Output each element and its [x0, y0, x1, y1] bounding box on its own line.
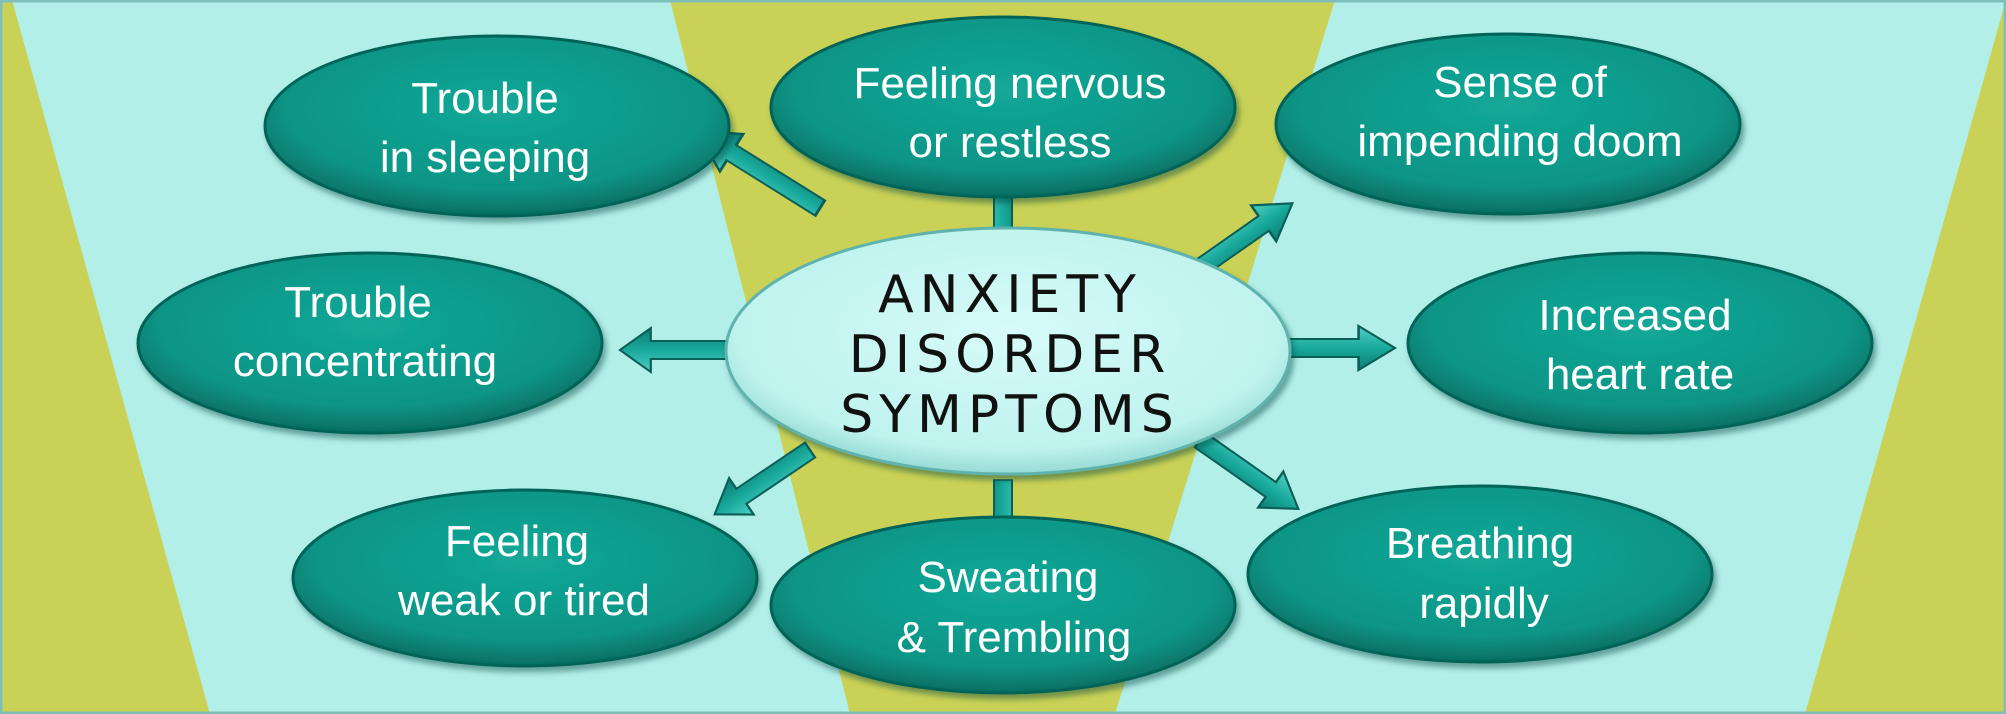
node-impending-doom-line1: Sense of	[1433, 58, 1607, 107]
node-impending-doom: Sense of impending doom	[1274, 32, 1742, 216]
node-sweating-line1: Sweating	[917, 553, 1098, 602]
node-breathing-line1: Breathing	[1386, 519, 1574, 568]
node-weak-tired: Feeling weak or tired	[291, 488, 759, 668]
center-title-line3: SYMPTOMS	[840, 385, 1180, 445]
center-node: ANXIETY DISORDER SYMPTOMS	[724, 226, 1292, 476]
node-sweating: Sweating & Trembling	[769, 515, 1237, 695]
node-breathing-line2: rapidly	[1419, 579, 1549, 628]
node-trouble-concentrating: Trouble concentrating	[136, 251, 604, 435]
node-trouble-sleeping-line2: in sleeping	[380, 133, 590, 182]
node-breathing: Breathing rapidly	[1246, 484, 1714, 664]
node-trouble-sleeping: Trouble in sleeping	[263, 34, 731, 218]
node-impending-doom-line2: impending doom	[1357, 117, 1682, 166]
node-weak-tired-line2: weak or tired	[397, 576, 650, 625]
node-trouble-sleeping-line1: Trouble	[411, 74, 559, 123]
node-heart-rate: Increased heart rate	[1406, 251, 1874, 435]
node-trouble-concentrating-line1: Trouble	[284, 278, 432, 327]
node-trouble-concentrating-line2: concentrating	[233, 337, 497, 386]
node-heart-rate-line2: heart rate	[1546, 350, 1734, 399]
node-feeling-nervous-line1: Feeling nervous	[853, 59, 1166, 108]
node-weak-tired-line1: Feeling	[445, 517, 589, 566]
center-title-line1: ANXIETY	[878, 265, 1142, 325]
left-strip	[0, 0, 210, 714]
node-sweating-line2: & Trembling	[897, 613, 1132, 662]
node-feeling-nervous-line2: or restless	[909, 118, 1112, 167]
center-title-line2: DISORDER	[849, 325, 1171, 385]
node-feeling-nervous: Feeling nervous or restless	[769, 15, 1237, 199]
node-heart-rate-line1: Increased	[1538, 291, 1731, 340]
